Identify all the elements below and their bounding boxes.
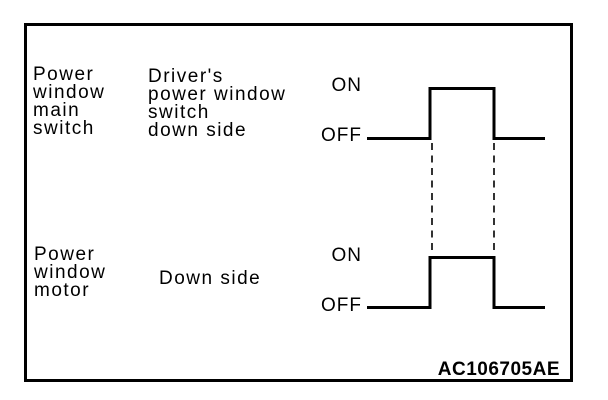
- switch-signal-waveform: [367, 87, 545, 140]
- row1-off-label: OFF: [321, 125, 362, 146]
- diagram-border: [24, 23, 573, 382]
- row1-component-label: Power window main switch: [33, 64, 106, 139]
- row1-signal-label: Driver's power window switch down side: [148, 66, 287, 141]
- row2-component-label: Power window motor: [34, 244, 107, 301]
- row2-signal-label: Down side: [159, 268, 262, 289]
- row2-on-label: ON: [331, 245, 362, 266]
- row2-off-label: OFF: [321, 295, 362, 316]
- row1-on-label: ON: [331, 75, 362, 96]
- motor-signal-waveform: [367, 256, 545, 309]
- figure-code: AC106705AE: [437, 359, 560, 380]
